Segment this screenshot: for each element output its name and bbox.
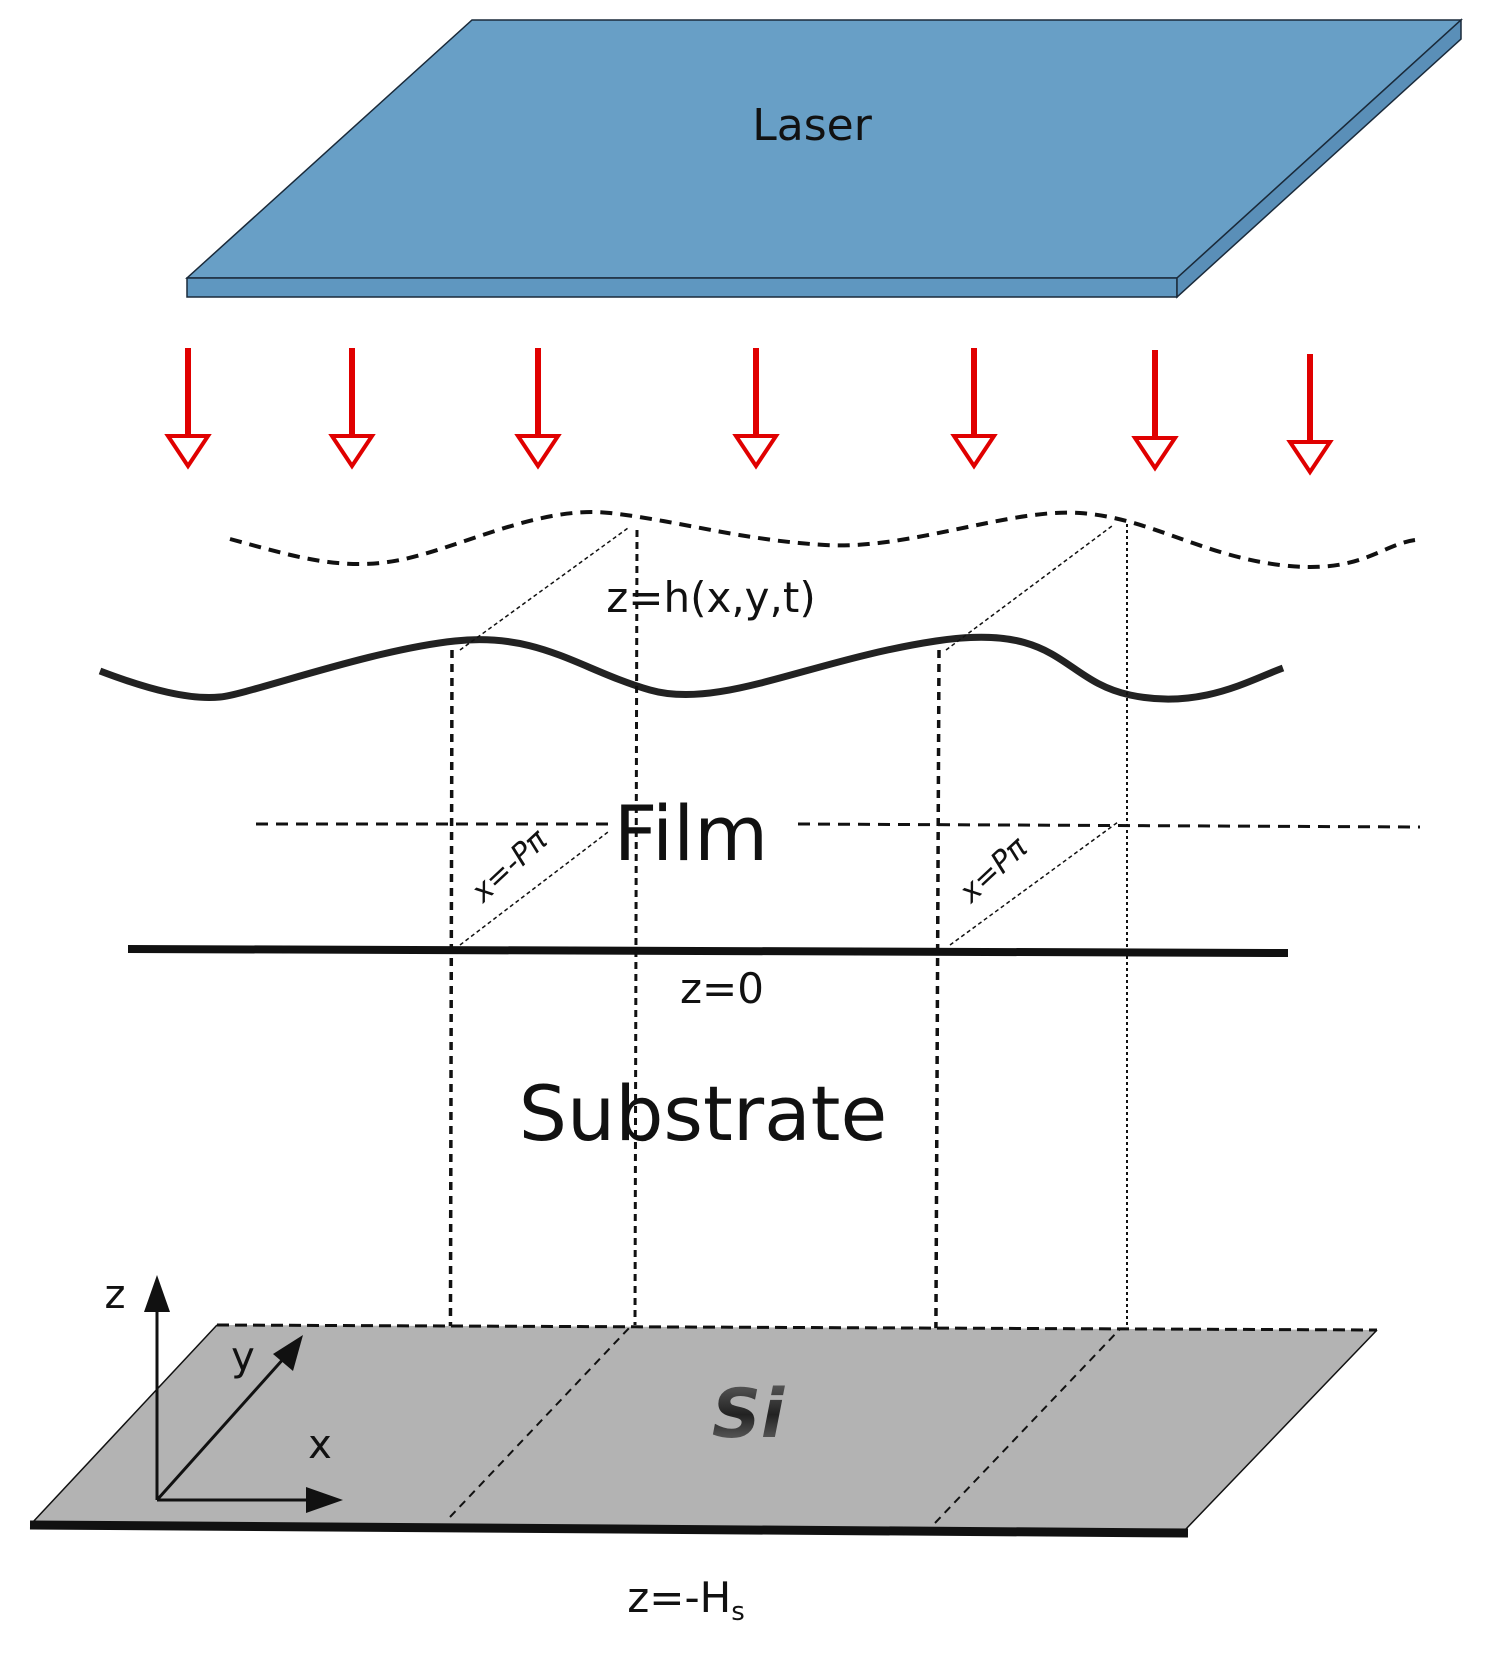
front-surface-wave: [98, 633, 1285, 703]
si-plate-right-edge: [1184, 1329, 1378, 1531]
laser-plate: Laser: [185, 18, 1463, 299]
si-plate-back-edge: [216, 1323, 1378, 1332]
laser-plate-front-edge: [186, 277, 1178, 298]
beam-arrow: [950, 348, 998, 470]
si-plate-left-diagonal: [449, 1326, 631, 1518]
back-left-guide: [633, 529, 639, 1326]
si-base-plate: Si: [29, 1323, 1378, 1538]
substrate-bottom-label: z=-Hs: [627, 1573, 745, 1627]
laser-plate-side-edge: [1176, 18, 1462, 299]
substrate-bottom-label-main: z=-H: [627, 1573, 731, 1622]
laser-label: Laser: [752, 100, 872, 151]
z-axis-arrowhead-icon: [144, 1275, 170, 1312]
substrate-bottom-label-sub: s: [731, 1597, 745, 1627]
beam-arrow: [732, 348, 780, 470]
si-label: Si: [712, 1375, 786, 1454]
front-left-guide: [448, 649, 454, 1521]
film-surface-label: z=h(x,y,t): [606, 573, 816, 622]
top-left-diagonal: [459, 527, 629, 651]
beam-arrow: [328, 348, 376, 470]
film-label: Film: [614, 789, 768, 878]
si-plate-front-edge: [29, 1520, 1189, 1538]
beam-arrow: [514, 348, 562, 470]
si-plate-right-diagonal: [934, 1328, 1121, 1524]
right-boundary-label: x=Pπ: [952, 830, 1035, 911]
beam-arrow: [164, 348, 212, 470]
interface-label: z=0: [680, 964, 764, 1013]
film-midplane-back: [797, 822, 1421, 829]
y-axis-arrowhead-icon: [273, 1335, 303, 1371]
x-axis-label: x: [308, 1422, 332, 1468]
y-axis: [155, 1355, 287, 1502]
x-axis-arrowhead-icon: [306, 1487, 343, 1513]
laser-beam-arrows: [164, 348, 1334, 476]
film-substrate-interface: [127, 945, 1289, 957]
y-axis-label: y: [231, 1334, 255, 1380]
left-boundary-label: x=-Pπ: [464, 822, 555, 910]
z-axis-label: z: [105, 1272, 126, 1318]
beam-arrow: [1131, 350, 1179, 472]
si-plate-left-edge: [31, 1324, 218, 1524]
top-right-diagonal: [945, 525, 1113, 651]
back-surface-wave: [229, 510, 1416, 570]
beam-arrow: [1286, 354, 1334, 476]
coordinate-axes: [144, 1275, 343, 1513]
interface-left-diagonal: [459, 831, 609, 946]
si-plate-surface: [32, 1325, 1377, 1530]
substrate-label: Substrate: [519, 1069, 887, 1158]
